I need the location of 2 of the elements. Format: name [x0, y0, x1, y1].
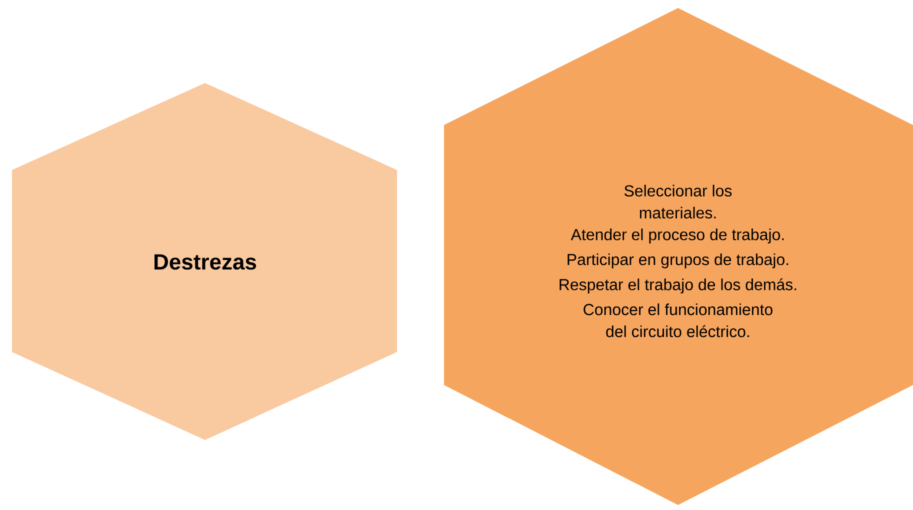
hexagon: Seleccionar los materiales. Atender el proceso de trabajo. Participar en grupos de trabajo. Respetar el trabajo de los demás. Conocer el funcionamiento del circuito eléctrico.: [444, 8, 913, 505]
hexagon: Destrezas: [12, 83, 397, 440]
